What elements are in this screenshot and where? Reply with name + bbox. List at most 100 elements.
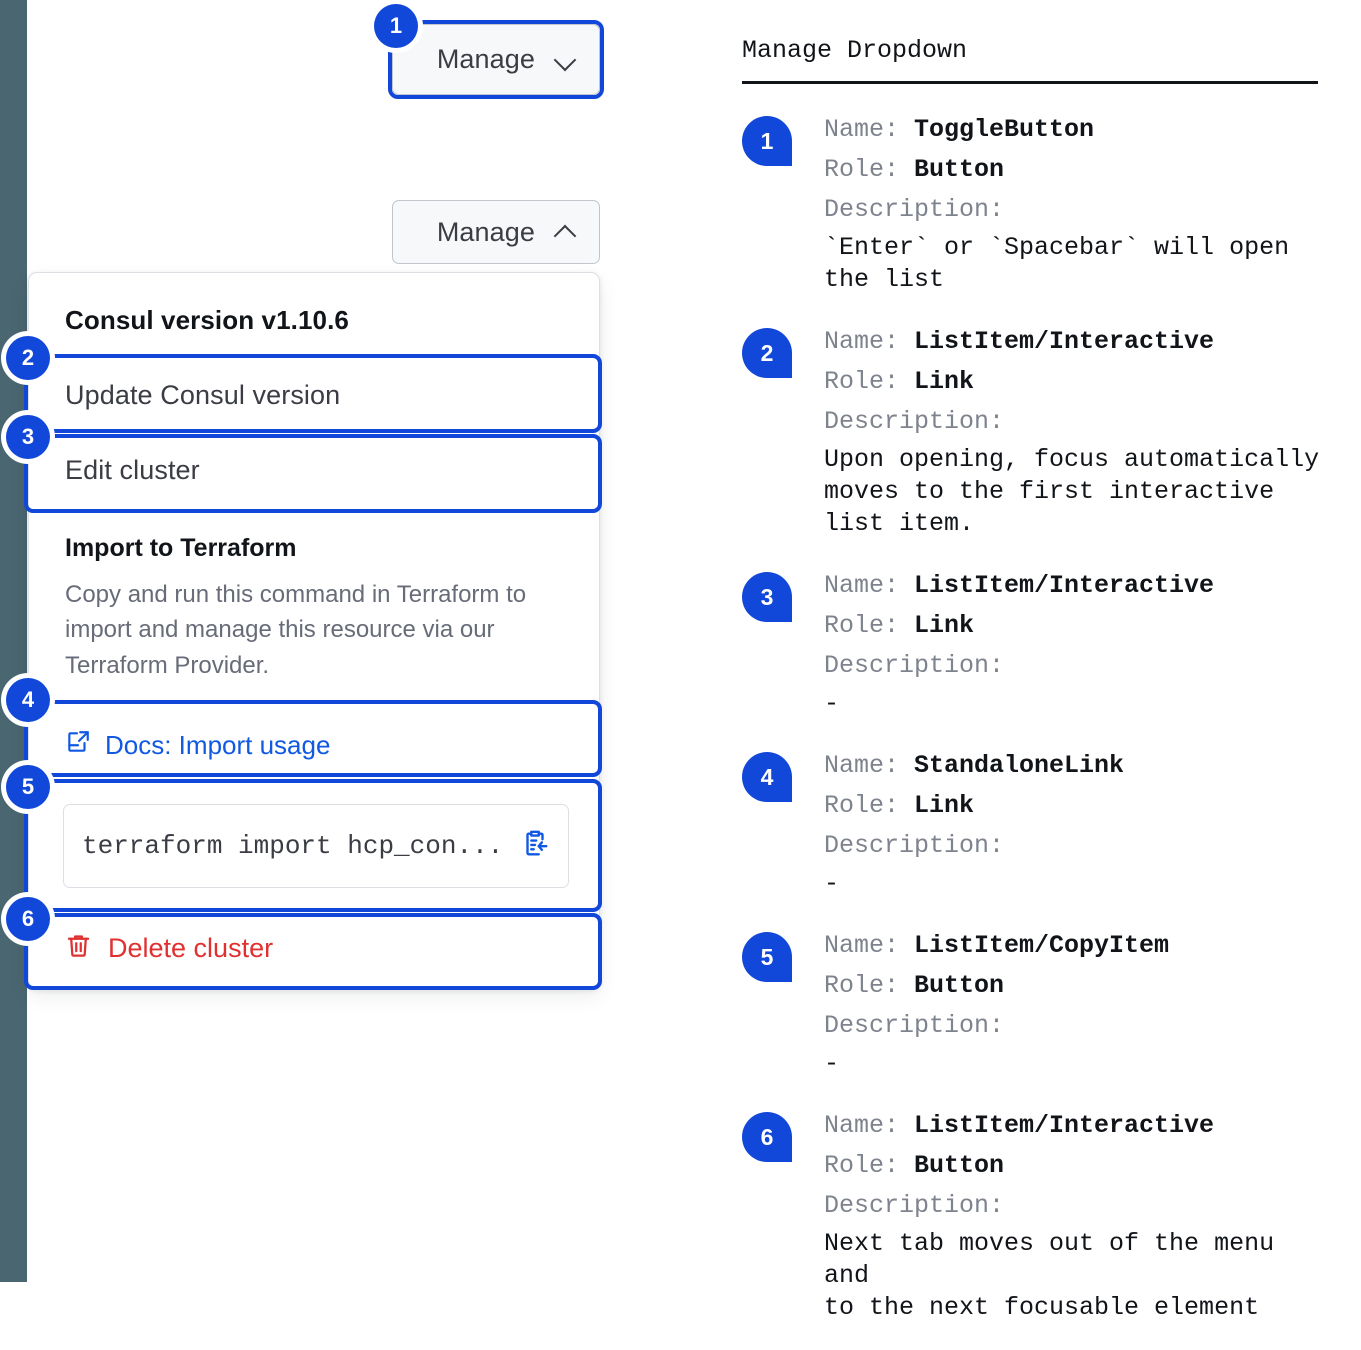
terraform-section: Import to Terraform Copy and run this co… <box>29 508 599 709</box>
legend-description-key-line: Description: <box>824 1186 1322 1226</box>
docs-import-usage-label: Docs: Import usage <box>105 729 331 760</box>
legend-description-key: Description: <box>824 651 1005 680</box>
manage-toggle-open-label: Manage <box>436 216 535 247</box>
legend-badge-2: 2 <box>742 328 792 378</box>
legend-description-key-line: Description: <box>824 402 1322 442</box>
terraform-section-body: Copy and run this command in Terraform t… <box>65 581 527 679</box>
legend-description-value: - <box>824 1049 840 1078</box>
legend-role-key-line: Role: Button <box>824 966 1322 1006</box>
dropdown-item-edit-cluster[interactable]: Edit cluster <box>65 455 200 485</box>
legend-name-key: Name: <box>824 571 915 600</box>
legend-description-key-line: Description: <box>824 646 1322 686</box>
docs-external-link-icon <box>65 729 91 762</box>
legend-description-key-line: Description: <box>824 826 1322 866</box>
dropdown-item-delete-cluster[interactable]: Delete cluster <box>29 912 599 988</box>
legend-role-key-line: Role: Button <box>824 1146 1322 1186</box>
legend-divider <box>742 81 1318 84</box>
legend-role-value: Button <box>914 971 1005 1000</box>
legend-name-key: Name: <box>824 751 915 780</box>
legend-role-key: Role: <box>824 155 915 184</box>
legend-role-key-line: Role: Button <box>824 150 1322 190</box>
legend-name-key-line: Name: ToggleButton <box>824 110 1322 150</box>
legend-description-key: Description: <box>824 195 1005 224</box>
legend-role-key: Role: <box>824 367 915 396</box>
clipboard-copy-icon[interactable] <box>520 828 550 863</box>
legend-name-key: Name: <box>824 327 915 356</box>
legend-name-value: ToggleButton <box>914 115 1095 144</box>
legend-role-key-line: Role: Link <box>824 362 1322 402</box>
legend-name-key-line: Name: ListItem/Interactive <box>824 566 1322 606</box>
legend-description-key: Description: <box>824 1011 1005 1040</box>
legend-role-value: Button <box>914 155 1005 184</box>
legend-name-key-line: Name: ListItem/CopyItem <box>824 926 1322 966</box>
legend-description-value: Next tab moves out of the menu and to th… <box>824 1229 1275 1322</box>
dropdown-mock-region: Manage 1 Manage Consul version v1.10.6 U… <box>0 0 700 1282</box>
legend-name-key: Name: <box>824 115 915 144</box>
legend-role-key: Role: <box>824 611 915 640</box>
legend-role-key: Role: <box>824 791 915 820</box>
legend-role-value: Button <box>914 1151 1005 1180</box>
delete-cluster-label: Delete cluster <box>108 933 274 964</box>
legend-description-key: Description: <box>824 407 1005 436</box>
legend-role-key: Role: <box>824 1151 915 1180</box>
terraform-command-text: terraform import hcp_con... <box>82 830 504 861</box>
dropdown-item-update-consul-version[interactable]: Update Consul version <box>65 380 341 410</box>
legend-description-key-line: Description: <box>824 190 1322 230</box>
legend-description-value: - <box>824 689 840 718</box>
legend-role-value: Link <box>914 611 975 640</box>
legend-description-value: `Enter` or `Spacebar` will open the list <box>824 233 1290 294</box>
legend-description-value: - <box>824 869 840 898</box>
terraform-section-title: Import to Terraform <box>65 534 297 562</box>
legend-name-key-line: Name: ListItem/Interactive <box>824 322 1322 362</box>
legend-description-value: Upon opening, focus automatically moves … <box>824 445 1320 538</box>
legend-description-key-line: Description: <box>824 1006 1322 1046</box>
legend-role-key: Role: <box>824 971 915 1000</box>
dropdown-heading: Consul version v1.10.6 <box>65 305 349 335</box>
legend-description-key: Description: <box>824 1191 1005 1220</box>
annotation-badge-1: 1 <box>374 4 418 48</box>
annotation-badge-4: 4 <box>6 678 50 722</box>
chevron-down-icon <box>555 49 577 71</box>
dropdown-item-docs-import-usage[interactable]: Docs: Import usage <box>29 709 599 782</box>
trash-icon <box>65 932 92 966</box>
legend-description-key: Description: <box>824 831 1005 860</box>
manage-dropdown-panel: Consul version v1.10.6 Update Consul ver… <box>28 272 600 989</box>
legend-name-key: Name: <box>824 1111 915 1140</box>
left-rail <box>0 0 27 1282</box>
chevron-up-icon <box>555 221 577 243</box>
annotation-badge-6: 6 <box>6 897 50 941</box>
legend-name-value: ListItem/Interactive <box>914 1111 1215 1140</box>
legend-name-value: ListItem/CopyItem <box>914 931 1170 960</box>
manage-toggle-label: Manage <box>436 44 535 74</box>
terraform-command-row: terraform import hcp_con... <box>29 782 599 912</box>
legend-role-value: Link <box>914 367 975 396</box>
legend-badge-6: 6 <box>742 1112 792 1162</box>
legend-name-value: ListItem/Interactive <box>914 571 1215 600</box>
manage-toggle-button-closed[interactable]: Manage <box>392 24 600 95</box>
annotation-badge-5: 5 <box>6 765 50 809</box>
legend-badge-4: 4 <box>742 752 792 802</box>
legend-name-value: StandaloneLink <box>914 751 1125 780</box>
annotation-badge-2: 2 <box>6 336 50 380</box>
legend-badge-5: 5 <box>742 932 792 982</box>
legend-badge-1: 1 <box>742 116 792 166</box>
legend-badge-3: 3 <box>742 572 792 622</box>
legend-role-key-line: Role: Link <box>824 786 1322 826</box>
terraform-command-copy-button[interactable]: terraform import hcp_con... <box>63 803 569 888</box>
legend-name-key-line: Name: ListItem/Interactive <box>824 1106 1322 1146</box>
legend-title: Manage Dropdown <box>742 36 968 65</box>
manage-toggle-button-open[interactable]: Manage <box>392 200 600 264</box>
annotation-badge-3: 3 <box>6 415 50 459</box>
legend-role-key-line: Role: Link <box>824 606 1322 646</box>
legend-name-key-line: Name: StandaloneLink <box>824 746 1322 786</box>
legend-name-value: ListItem/Interactive <box>914 327 1215 356</box>
legend-name-key: Name: <box>824 931 915 960</box>
